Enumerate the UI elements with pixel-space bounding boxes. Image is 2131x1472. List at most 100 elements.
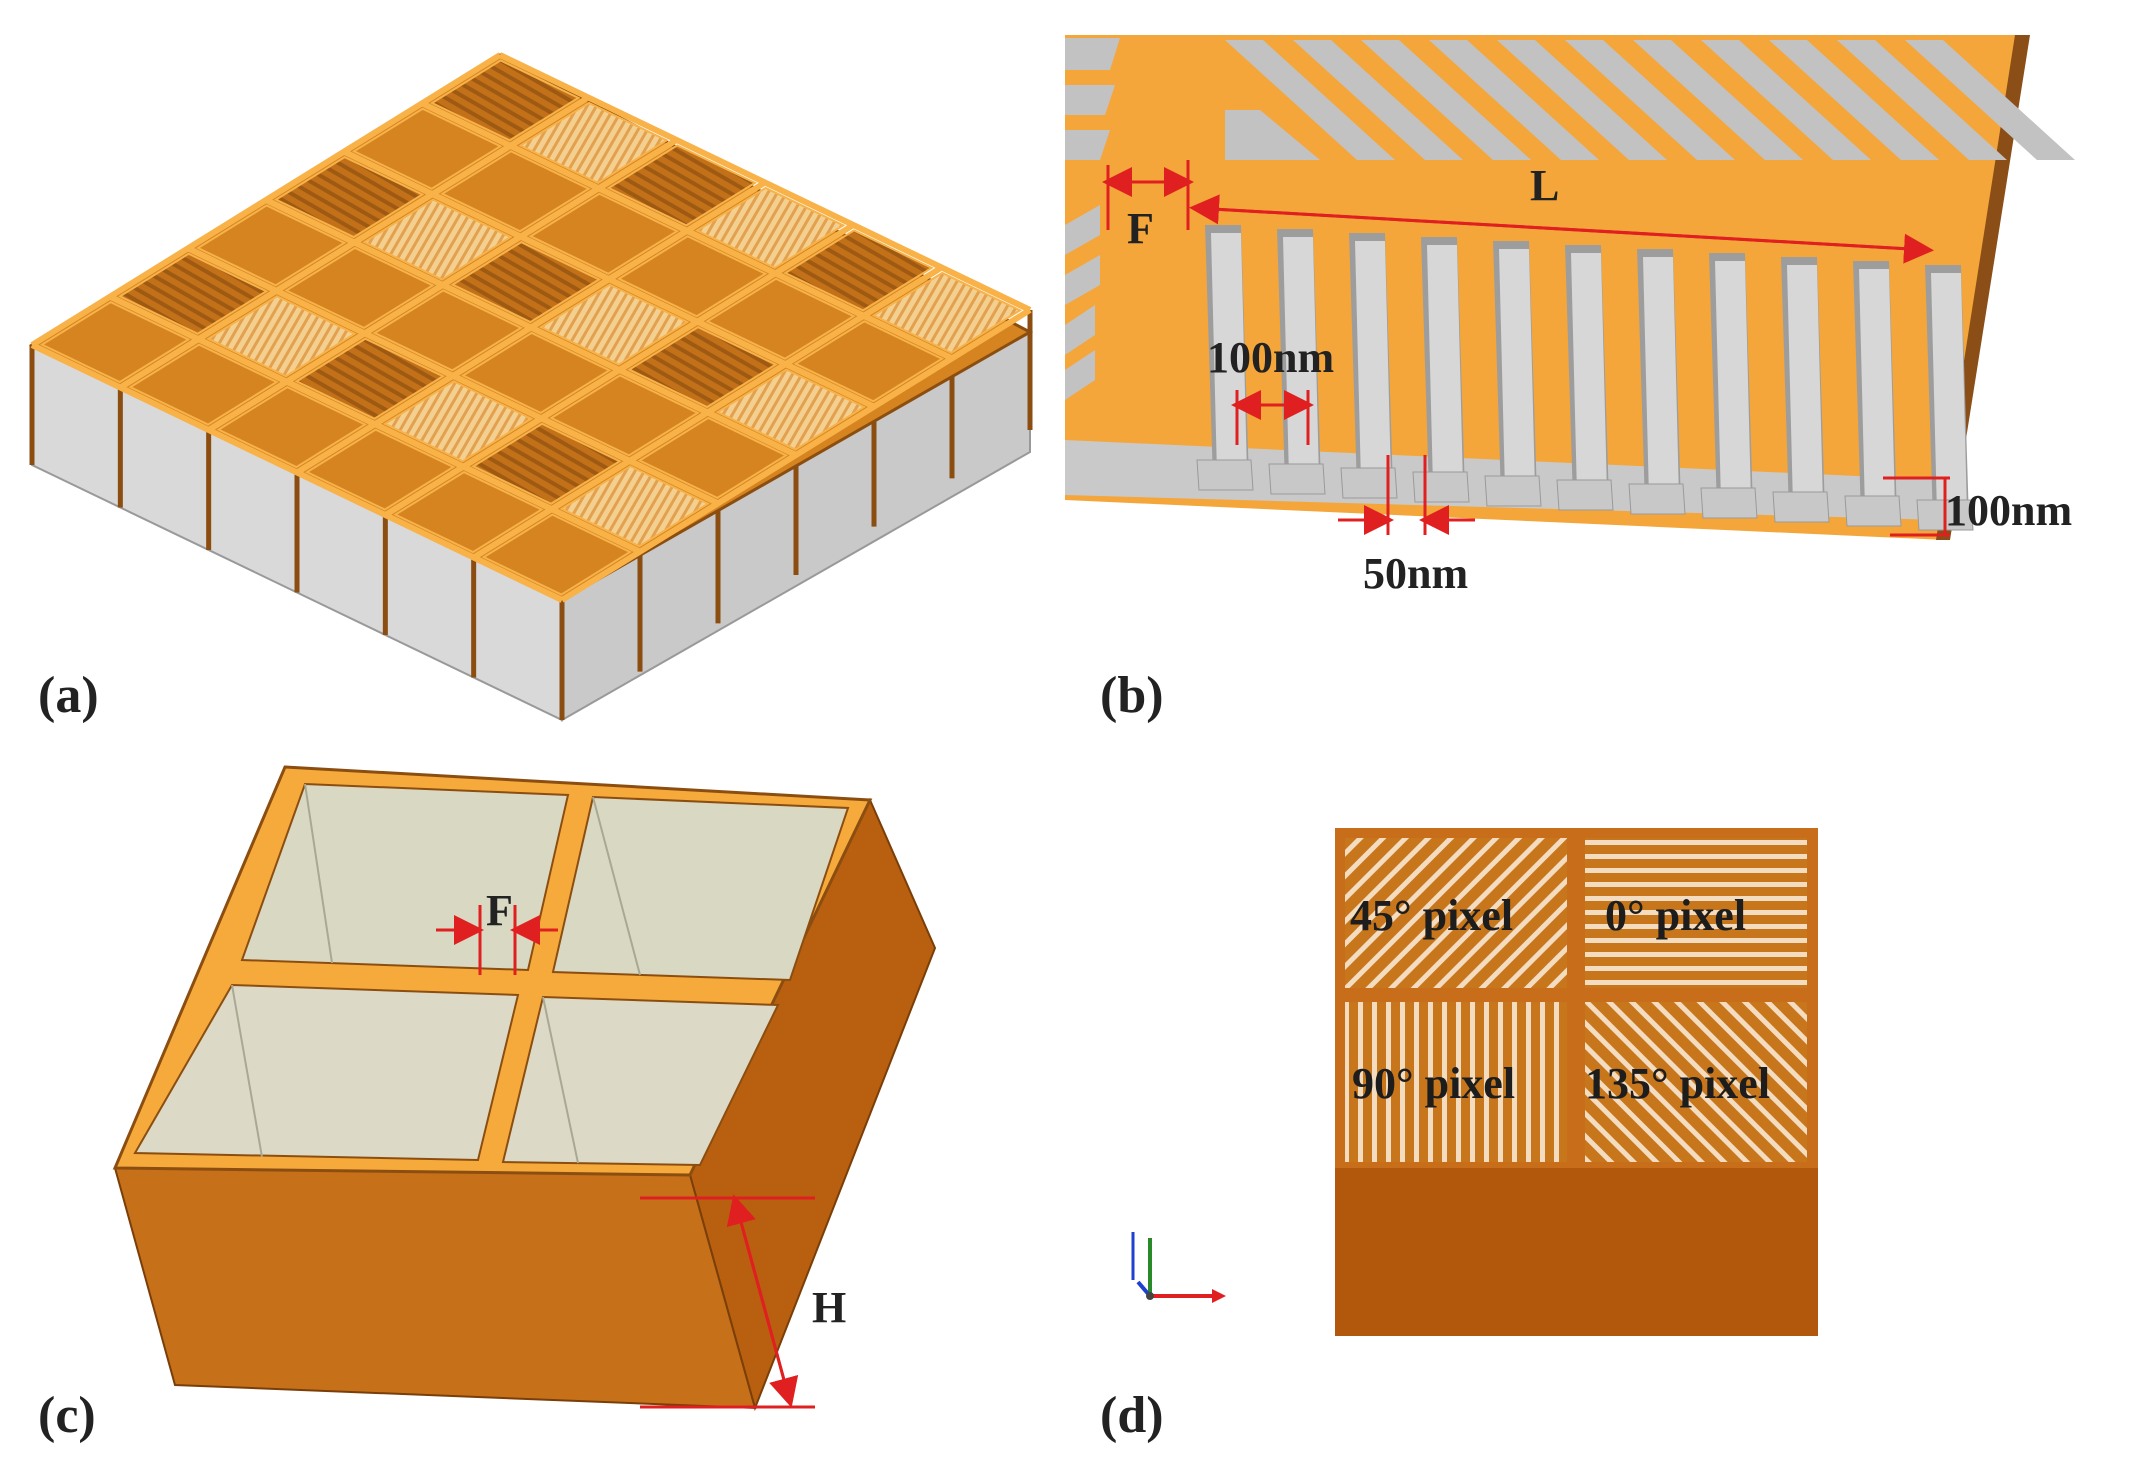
- array-cell: [216, 385, 368, 469]
- array-cell: [793, 320, 945, 403]
- grating-foot: [1556, 479, 1614, 511]
- array-grid-ridge: [498, 52, 1032, 313]
- grating-foot: [1700, 487, 1758, 519]
- array-wall-posts: [29, 310, 1033, 720]
- cell-bottom-right: [501, 995, 780, 1167]
- panel-a-label: (a): [38, 667, 99, 724]
- array-cell: [195, 204, 347, 287]
- grating-foot: [1340, 467, 1398, 499]
- panel-a-array-isometric: (a): [28, 52, 1034, 724]
- array-cell: [616, 235, 768, 318]
- pixel-0-label: 0° pixel: [1605, 891, 1746, 940]
- array-cell: [294, 337, 446, 420]
- diagonal-slot: [1837, 40, 2007, 160]
- array-cell: [606, 144, 758, 227]
- array-cell: [304, 428, 456, 511]
- coordinate-axes-icon: [1131, 1232, 1226, 1303]
- array-cell: [481, 513, 633, 596]
- h-label: H: [812, 1283, 846, 1332]
- unit-cell-front-face: [113, 1166, 757, 1410]
- grating-foot: [1268, 463, 1326, 495]
- left-slots: [1065, 38, 1120, 400]
- pixel-90: [1345, 1002, 1567, 1162]
- array-cell: [518, 101, 669, 185]
- array-cell: [372, 289, 524, 372]
- grating-foot: [1844, 495, 1902, 527]
- diagonal-slot: [1225, 110, 1320, 160]
- diagonal-slot: [1633, 40, 1803, 160]
- diagonal-slot: [1361, 40, 1531, 160]
- cell-bottom-left: [133, 983, 520, 1162]
- diagonal-slot: [1293, 40, 1463, 160]
- diagonal-slot: [1565, 40, 1735, 160]
- pixel-45-label: 45° pixel: [1350, 891, 1513, 940]
- panel-c-label: (c): [38, 1387, 96, 1444]
- array-cell: [450, 240, 602, 324]
- diagonal-slot: [1225, 40, 1395, 160]
- grating-slot-face: [1931, 273, 1967, 514]
- grating-slot-face: [1427, 245, 1463, 486]
- cell-top-right: [551, 795, 850, 982]
- array-cell: [637, 416, 789, 500]
- array-cell: [273, 155, 425, 239]
- diagonal-slot: [1701, 40, 1871, 160]
- panel-b-label: (b): [1100, 667, 1164, 724]
- array-cell: [471, 422, 622, 505]
- array-grid-ridge: [560, 307, 1032, 603]
- grating-slot-face: [1355, 241, 1391, 482]
- pixel-135: [1585, 1002, 1807, 1162]
- pixel-45: [1345, 838, 1567, 988]
- panel-d-superpixel: 45° pixel 0° pixel 90° pixel 135° pixel …: [1100, 828, 1818, 1444]
- grating-slot-face: [1571, 253, 1607, 494]
- array-cell: [460, 331, 612, 415]
- array-cell: [429, 59, 581, 142]
- array-cell: [206, 295, 357, 378]
- array-cell: [783, 229, 934, 312]
- grating-slot-face: [1499, 249, 1535, 490]
- array-cell: [871, 271, 1023, 355]
- diagonal-slots: [1225, 40, 2075, 160]
- diagonal-slot: [1429, 40, 1599, 160]
- array-cell: [559, 465, 711, 548]
- pixel-0: [1585, 838, 1807, 988]
- panel-d-label: (d): [1100, 1387, 1164, 1444]
- grating-slot-face: [1787, 265, 1823, 506]
- diagonal-slot: [1497, 40, 1667, 160]
- panel-c-unit-cell: F H (c): [38, 765, 937, 1444]
- superpixel-base: [1335, 1168, 1818, 1336]
- grating-slot-face: [1643, 257, 1679, 498]
- array-cell: [39, 300, 191, 384]
- diagonal-slot: [1769, 40, 1939, 160]
- array-cell: [382, 380, 534, 463]
- array-grid-ridge: [420, 100, 954, 362]
- array-cell: [128, 343, 279, 426]
- pixel-135-label: 135° pixel: [1585, 1059, 1770, 1108]
- array-cell: [528, 192, 680, 275]
- f-label-c: F: [486, 886, 513, 935]
- array-cell: [715, 368, 867, 451]
- height-100nm-label: 100nm: [1945, 486, 2072, 535]
- grating-foot: [1484, 475, 1542, 507]
- array-cell: [627, 325, 778, 409]
- array-cell: [351, 107, 503, 190]
- diagonal-slot: [1905, 40, 2075, 160]
- gap-50nm-label: 50nm: [1363, 549, 1468, 598]
- grating-foot: [1412, 471, 1470, 503]
- panel-b-grating-detail: F L 100nm 50nm 100nm (b): [1065, 35, 2075, 724]
- array-cell: [705, 277, 856, 360]
- array-cell: [440, 150, 591, 233]
- grating-foot: [1196, 459, 1254, 491]
- cell-perspective-lines: [231, 783, 641, 1164]
- f-label-b: F: [1127, 204, 1154, 253]
- array-cell: [694, 186, 846, 270]
- pixel-90-label: 90° pixel: [1352, 1059, 1515, 1108]
- width-100nm-label: 100nm: [1207, 333, 1334, 382]
- array-cell: [117, 252, 269, 335]
- grating-foot: [1628, 483, 1686, 515]
- grating-slot-face: [1859, 269, 1895, 510]
- array-cell: [549, 374, 700, 457]
- l-label: L: [1530, 161, 1559, 210]
- array-pixel-cells: [30, 52, 1032, 603]
- vertical-slots: [1196, 225, 1974, 531]
